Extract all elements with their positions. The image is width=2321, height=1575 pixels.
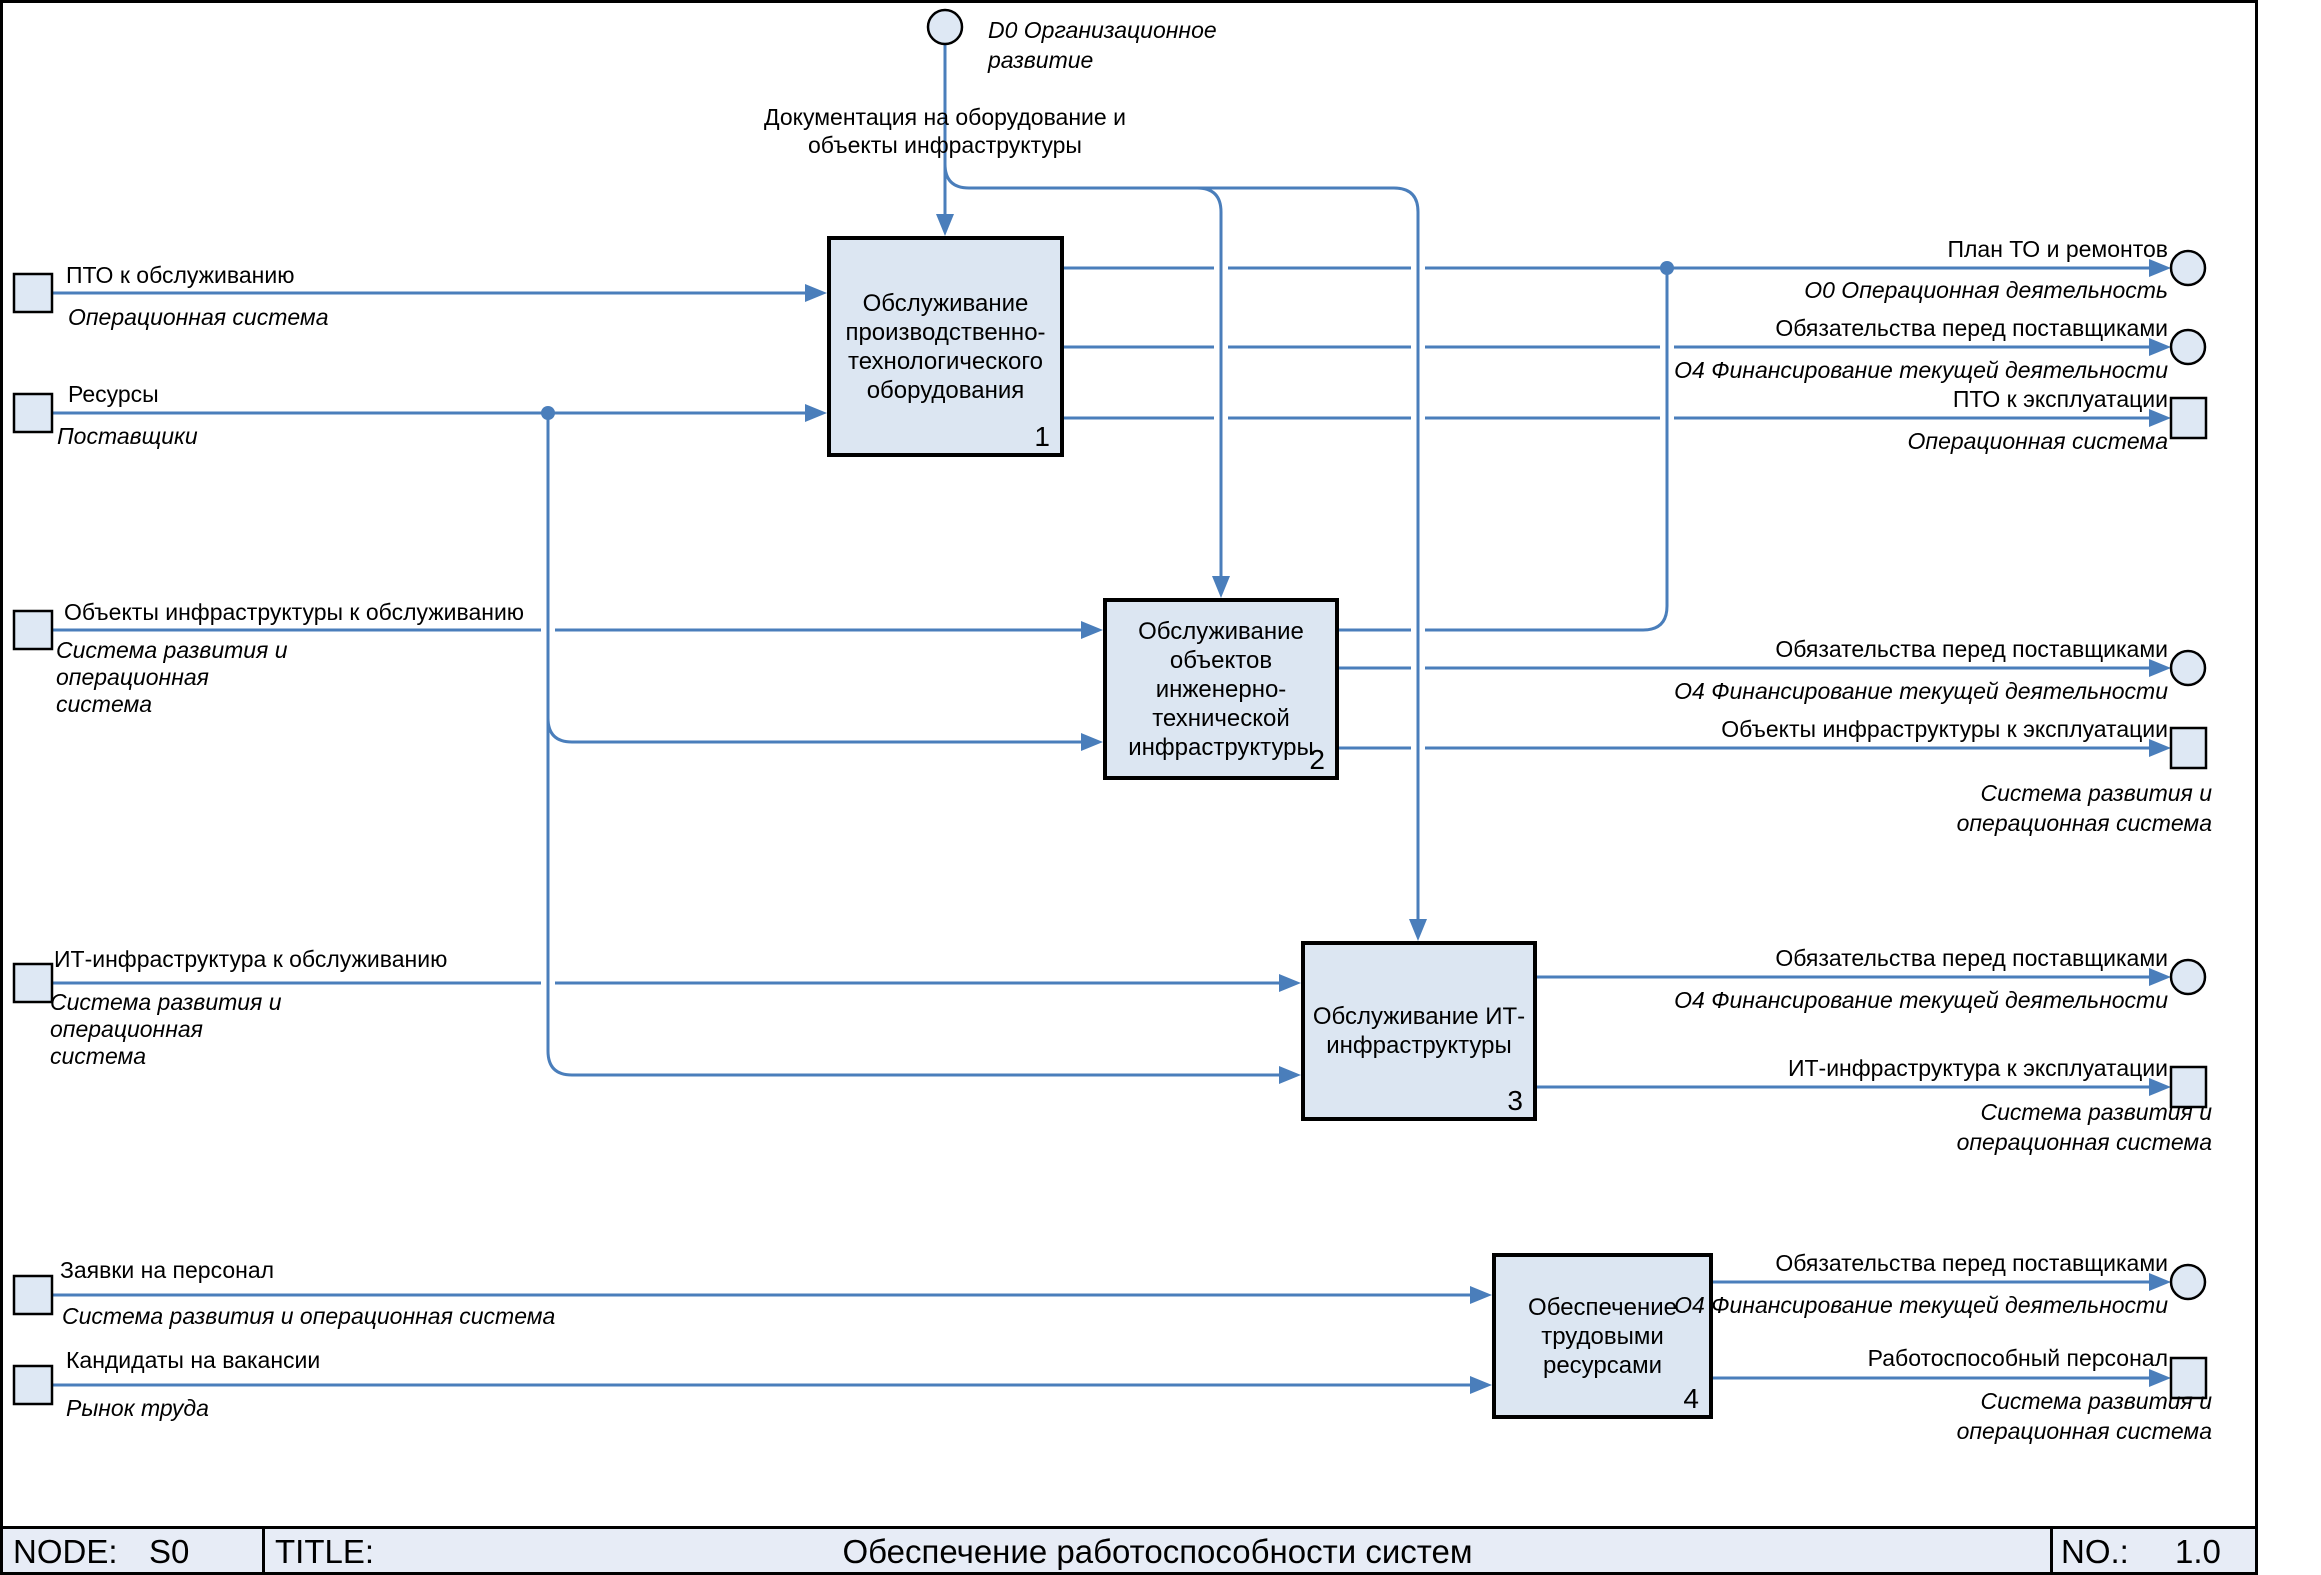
output-personnel-label: Работоспособный персонал xyxy=(1867,1345,2168,1371)
output-obligations4-label: Обязательства перед поставщиками xyxy=(1775,1250,2168,1276)
activity-box-2-title: Обслуживание объектов инженерно- техниче… xyxy=(1128,617,1314,761)
activity-box-1-title: Обслуживание производственно- технологич… xyxy=(845,289,1046,404)
terminator-square-pto-out[interactable] xyxy=(2169,396,2208,440)
activity-box-1-number: 1 xyxy=(1034,421,1050,452)
activity-box-3-title: Обслуживание ИТ- инфраструктуры xyxy=(1312,1003,1526,1059)
footer-no-label: NO.: xyxy=(2061,1533,2129,1570)
input-pto-label: ПТО к обслуживанию xyxy=(66,262,295,288)
input-candidates-source: Рынок труда xyxy=(66,1395,209,1421)
output-obligations1-target: О4 Финансирование текущей деятельности xyxy=(1674,357,2168,383)
control-arrow-label: Документация на оборудование и объекты и… xyxy=(764,104,1126,158)
footer-no-value: 1.0 xyxy=(2175,1533,2221,1570)
terminator-square-personnel-out[interactable] xyxy=(2169,1356,2208,1400)
activity-box-1[interactable]: Обслуживание производственно- технологич… xyxy=(827,236,1064,457)
terminator-square-pto-in[interactable] xyxy=(12,272,54,314)
output-it-infra-label: ИТ-инфраструктура к эксплуатации xyxy=(1787,1055,2168,1081)
footer-node-cell: NODE: S0 xyxy=(3,1529,262,1572)
footer-bar: NODE: S0 TITLE: Обеспечение работоспособ… xyxy=(0,1526,2258,1575)
terminator-circle-obligations-3[interactable] xyxy=(2169,958,2207,996)
terminator-square-infra-objects-in[interactable] xyxy=(12,609,54,651)
output-pto-exploitation-target: Операционная система xyxy=(1907,428,2168,454)
footer-no-cell: NO.: 1.0 xyxy=(2050,1529,2255,1572)
output-infra-objects-label: Объекты инфраструктуры к эксплуатации xyxy=(1721,716,2168,742)
activity-box-2[interactable]: Обслуживание объектов инженерно- техниче… xyxy=(1103,598,1339,780)
terminator-circle-d0-org-development[interactable] xyxy=(926,8,964,46)
input-resources-label: Ресурсы xyxy=(68,381,159,407)
output-obligations3-target: О4 Финансирование текущей деятельности xyxy=(1674,987,2168,1013)
input-candidates-label: Кандидаты на вакансии xyxy=(66,1347,321,1373)
input-it-infra-label: ИТ-инфраструктура к обслуживанию xyxy=(54,946,448,972)
output-obligations4-target: О4 Финансирование текущей деятельности xyxy=(1674,1292,2168,1318)
activity-box-4[interactable]: Обеспечение трудовыми ресурсами 4 xyxy=(1492,1253,1713,1419)
terminator-circle-obligations-4[interactable] xyxy=(2169,1263,2207,1301)
activity-box-3-number: 3 xyxy=(1507,1085,1523,1116)
input-infra-objects-label: Объекты инфраструктуры к обслуживанию xyxy=(64,599,525,625)
d0-source-label: D0 Организационное развитие xyxy=(988,17,1217,73)
terminator-square-it-infra-out[interactable] xyxy=(2169,1065,2208,1109)
activity-box-2-number: 2 xyxy=(1309,744,1325,775)
flow-arrowheads xyxy=(805,214,2171,1394)
output-personnel-target: Система развития и операционная система xyxy=(1956,1388,2212,1444)
terminator-square-infra-objects-out[interactable] xyxy=(2169,726,2208,770)
terminators xyxy=(12,8,2208,1406)
terminator-circle-obligations-2[interactable] xyxy=(2169,649,2207,687)
activity-box-4-number: 4 xyxy=(1683,1383,1699,1414)
input-infra-objects-source: Система развития и операционная система xyxy=(56,637,288,717)
output-obligations3-label: Обязательства перед поставщиками xyxy=(1775,945,2168,971)
activity-box-4-title: Обеспечение трудовыми ресурсами xyxy=(1528,1293,1677,1379)
branch-junction-dots xyxy=(541,261,1674,420)
footer-node-value: S0 xyxy=(149,1533,190,1570)
output-obligations2-target: О4 Финансирование текущей деятельности xyxy=(1674,678,2168,704)
output-plan-to-target: О0 Операционная деятельность xyxy=(1804,277,2168,303)
output-obligations2-label: Обязательства перед поставщиками xyxy=(1775,636,2168,662)
terminator-circle-plan-to[interactable] xyxy=(2169,249,2207,287)
activity-box-3[interactable]: Обслуживание ИТ- инфраструктуры 3 xyxy=(1301,941,1537,1121)
terminator-circle-obligations-1[interactable] xyxy=(2169,328,2207,366)
input-staff-requests-source: Система развития и операционная система xyxy=(62,1303,556,1329)
output-plan-to-label: План ТО и ремонтов xyxy=(1947,236,2168,262)
terminator-square-candidates-in[interactable] xyxy=(12,1364,54,1406)
output-pto-exploitation-label: ПТО к эксплуатации xyxy=(1952,386,2168,412)
output-infra-objects-target: Система развития и операционная система xyxy=(1956,780,2212,836)
output-obligations1-label: Обязательства перед поставщиками xyxy=(1775,315,2168,341)
footer-node-label: NODE: xyxy=(13,1533,118,1570)
terminator-square-staff-requests-in[interactable] xyxy=(12,1274,54,1316)
input-it-infra-source: Система развития и операционная система xyxy=(50,989,282,1069)
input-resources-source: Поставщики xyxy=(57,423,198,449)
terminator-square-resources-in[interactable] xyxy=(12,392,54,434)
input-pto-source: Операционная система xyxy=(68,304,329,330)
terminator-square-it-infra-in[interactable] xyxy=(12,962,54,1004)
output-it-infra-target: Система развития и операционная система xyxy=(1956,1099,2212,1155)
footer-title-cell: TITLE: Обеспечение работоспособности сис… xyxy=(262,1529,2050,1572)
flow-lines xyxy=(52,44,2149,1387)
input-staff-requests-label: Заявки на персонал xyxy=(60,1257,275,1283)
footer-title-value: Обеспечение работоспособности систем xyxy=(842,1533,1473,1570)
footer-title-label: TITLE: xyxy=(275,1533,375,1570)
